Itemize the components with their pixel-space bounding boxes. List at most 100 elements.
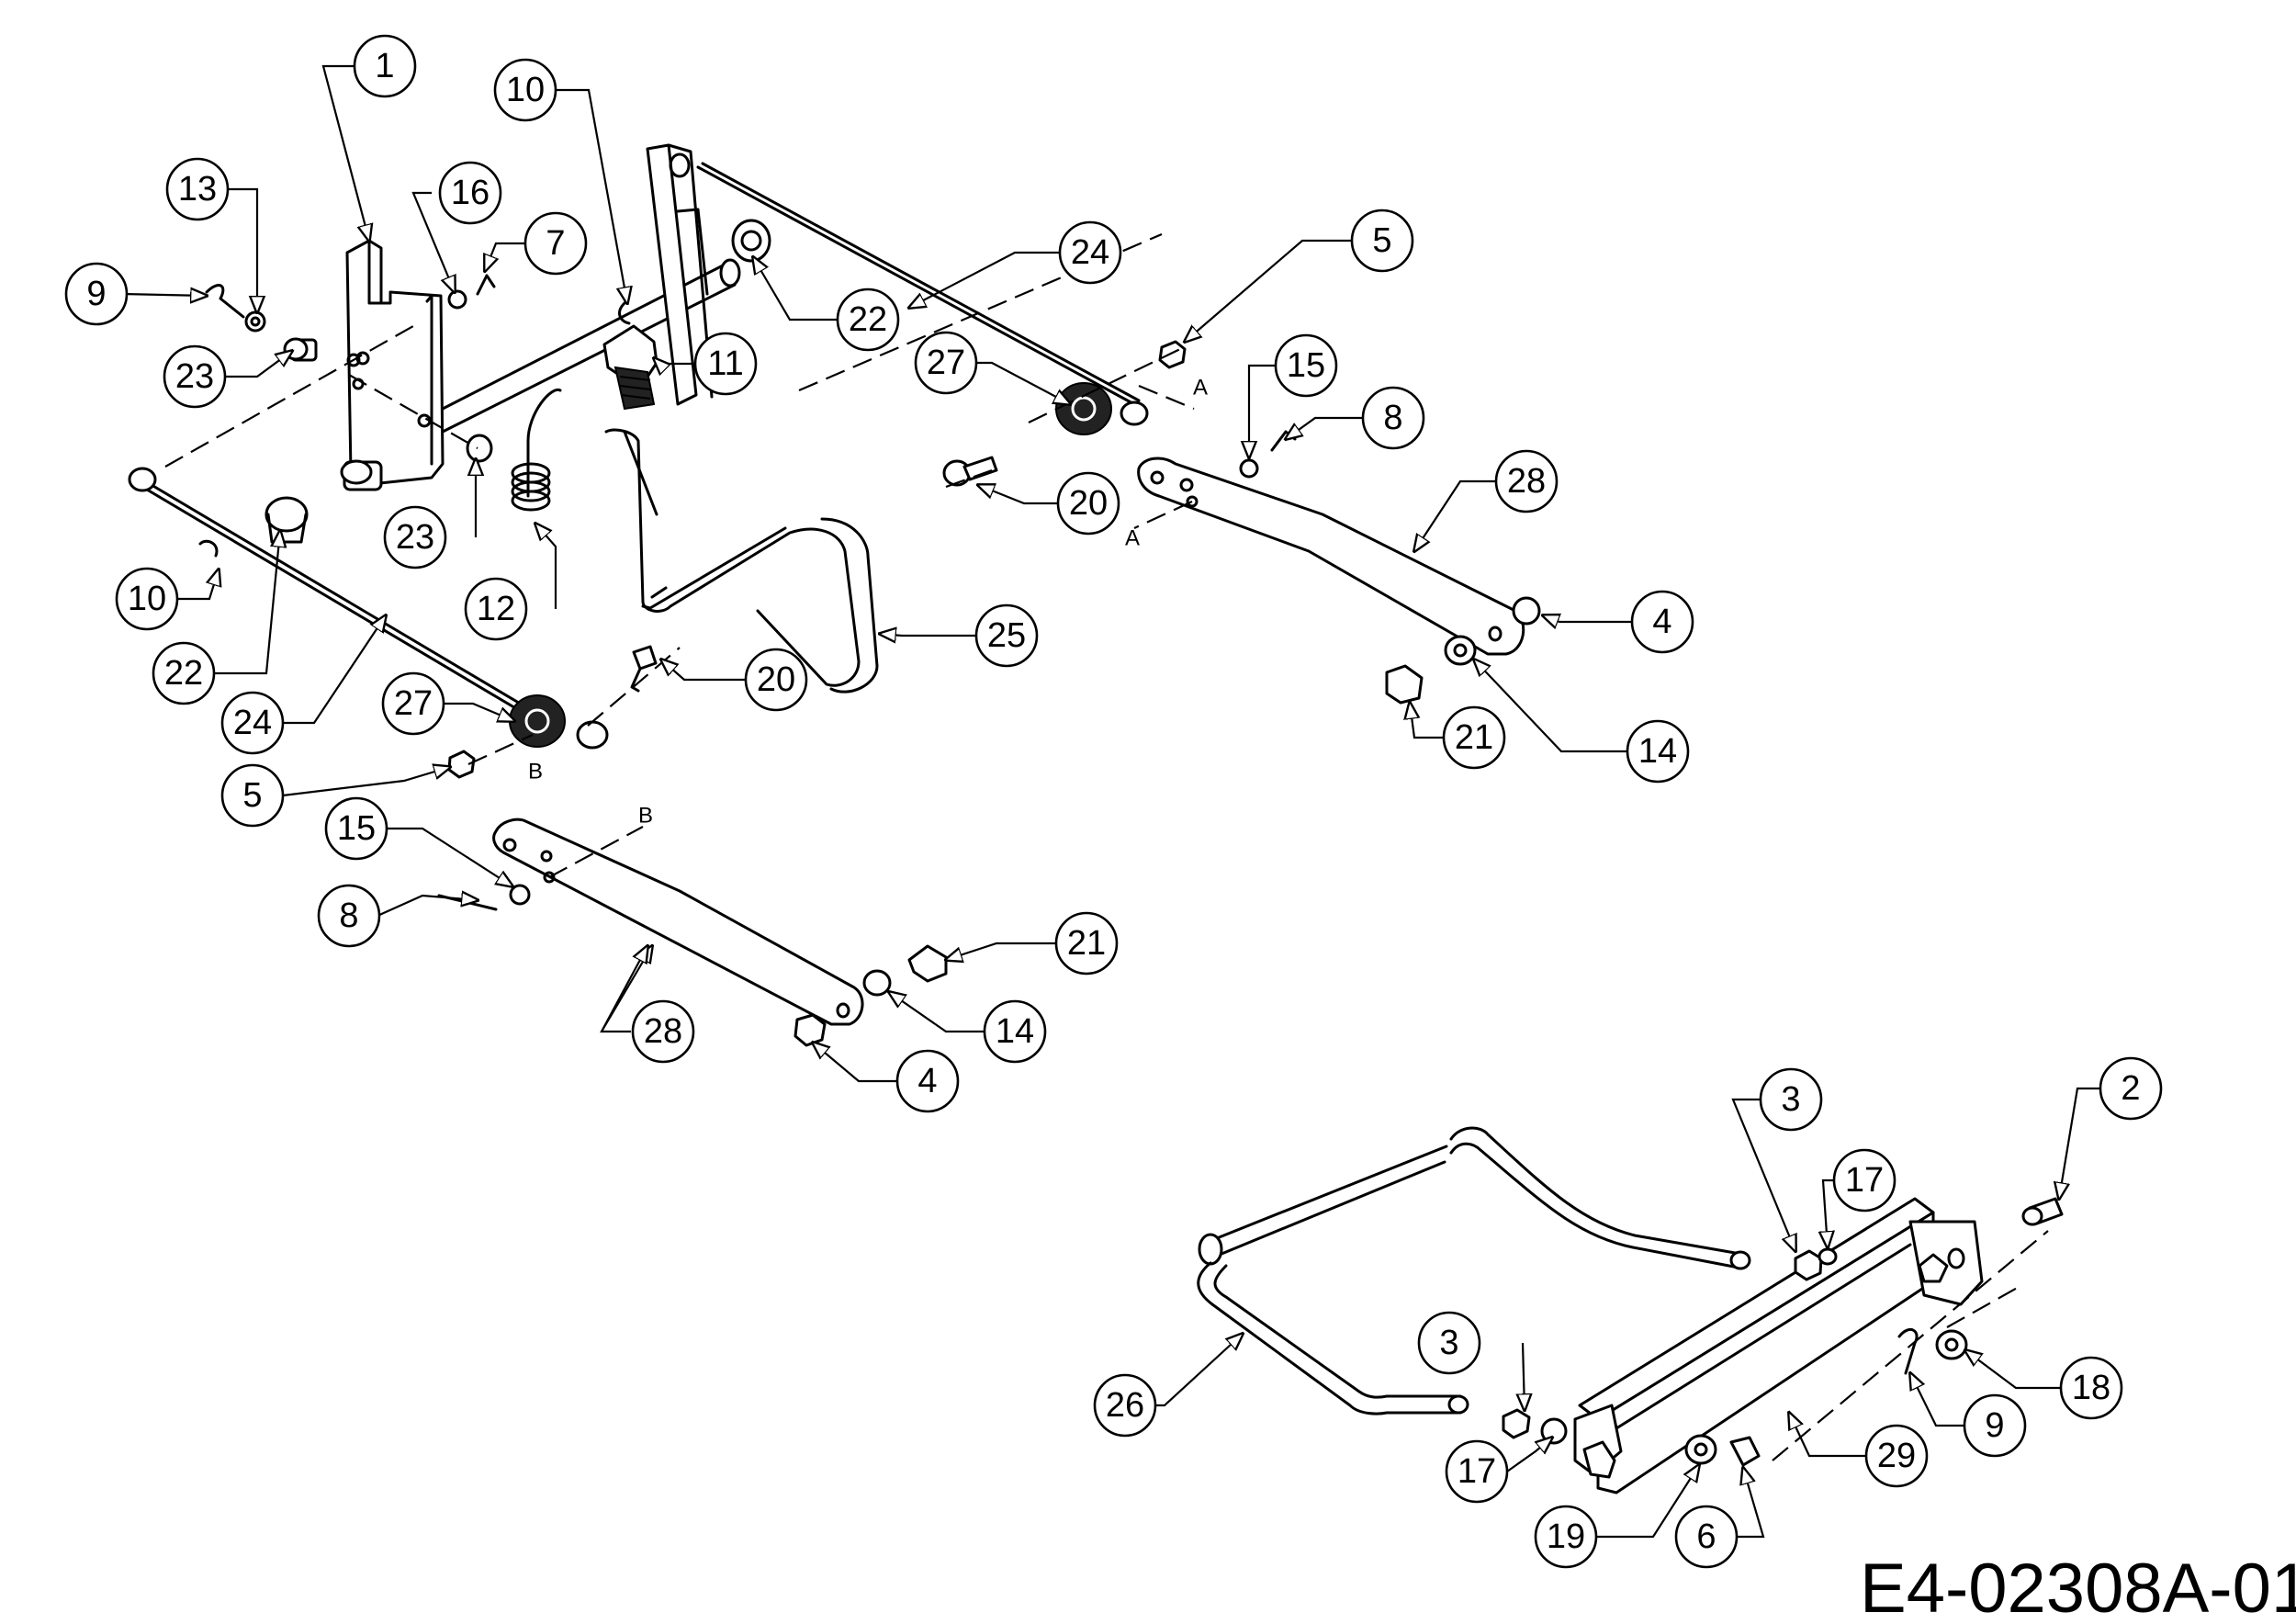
callout-10-lower: 10 [115,567,179,631]
svg-text:1: 1 [375,47,394,85]
callout-14-lower: 14 [983,999,1047,1064]
callout-8-lower: 8 [317,884,381,948]
svg-text:8: 8 [1383,399,1402,437]
callout-25: 25 [974,603,1039,668]
svg-text:21: 21 [1455,718,1493,757]
deck-rod [1197,1126,1751,1415]
callout-4-lower: 4 [895,1049,960,1113]
svg-text:23: 23 [396,518,434,557]
callout-9-lower: 9 [1963,1393,2027,1458]
callout-11: 11 [693,332,758,396]
svg-text:12: 12 [477,590,515,628]
callout-2: 2 [2099,1056,2163,1121]
callout-3-lower: 3 [1417,1311,1481,1375]
ref-letter-b-left: B [528,760,543,784]
svg-text:15: 15 [1287,346,1325,385]
callout-15-lower: 15 [324,796,388,861]
svg-text:15: 15 [337,809,376,848]
svg-text:22: 22 [164,654,203,693]
svg-text:25: 25 [987,616,1026,655]
svg-text:20: 20 [757,660,795,699]
svg-text:26: 26 [1106,1386,1144,1425]
ref-letter-b-right: B [638,804,653,829]
ref-letter-a-lower: A [1125,526,1140,551]
lift-shaft [441,258,741,434]
lever-grip [602,301,658,411]
torsion-spring [511,389,562,512]
callout-28-upper: 28 [1494,449,1559,513]
svg-text:27: 27 [927,344,965,382]
lift-cable-upper [696,162,1149,435]
callout-24-upper: 24 [1058,220,1122,285]
callout-23-upper: 23 [163,344,227,409]
svg-text:7: 7 [546,224,565,263]
callout-26: 26 [1093,1373,1157,1438]
callout-6: 6 [1674,1505,1739,1569]
svg-text:6: 6 [1696,1517,1716,1556]
callout-23-lower: 23 [383,505,447,570]
svg-text:20: 20 [1069,484,1108,523]
svg-text:13: 13 [178,170,217,209]
svg-text:5: 5 [242,776,262,815]
callout-22-upper: 22 [836,288,900,352]
callout-8-upper: 8 [1361,386,1425,450]
callout-17-lower: 17 [1445,1439,1509,1504]
svg-text:28: 28 [1507,462,1546,501]
callout-5-upper: 5 [1350,209,1414,273]
svg-text:3: 3 [1781,1080,1800,1119]
callout-18: 18 [2059,1356,2123,1420]
svg-text:10: 10 [506,71,545,109]
assembly-lines [164,232,2049,1461]
callout-21-upper: 21 [1442,705,1506,770]
svg-text:29: 29 [1877,1437,1916,1475]
callouts: 1 10 13 16 7 9 24 5 23 22 11 27 15 8 28 … [64,34,2163,1569]
drawing-code: E4-02308A-01 [1860,1550,2296,1624]
callout-15-upper: 15 [1274,333,1338,398]
callout-22-lower: 22 [152,641,216,705]
svg-text:17: 17 [1458,1452,1496,1491]
callout-27-upper: 27 [914,331,978,395]
svg-text:24: 24 [1071,233,1109,272]
bushing-upper [731,219,771,263]
callout-12: 12 [464,577,528,641]
lift-cable-lower [128,467,609,750]
callout-5-lower: 5 [220,763,285,828]
svg-text:21: 21 [1067,924,1106,963]
callout-19: 19 [1534,1505,1598,1569]
svg-text:28: 28 [644,1012,682,1051]
callout-28-lower: 28 [631,999,695,1064]
leader-lines [121,64,2100,1539]
callout-3-upper: 3 [1759,1067,1823,1132]
lift-arm-lower [492,818,864,1026]
callout-7: 7 [523,211,588,276]
svg-text:8: 8 [339,897,358,935]
callout-4-upper: 4 [1630,590,1694,654]
svg-text:17: 17 [1845,1161,1884,1200]
ref-letter-a-upper: A [1193,376,1208,400]
callout-14-upper: 14 [1626,719,1690,784]
svg-text:18: 18 [2072,1369,2110,1407]
callout-1: 1 [353,34,417,98]
svg-text:24: 24 [233,704,272,742]
bushing-lower [264,496,309,533]
lift-bracket-plate [340,239,445,491]
lower-fasteners [1502,1197,2064,1467]
upper-bracket [646,143,714,406]
callout-13: 13 [165,157,230,221]
svg-text:9: 9 [1985,1406,2004,1445]
callout-9-top: 9 [64,262,129,326]
svg-text:27: 27 [394,684,433,723]
svg-text:5: 5 [1372,221,1391,260]
svg-text:14: 14 [996,1012,1034,1051]
lift-arm-upper [1137,457,1525,656]
callout-20-upper: 20 [1056,471,1120,536]
callout-16: 16 [438,161,502,225]
svg-text:11: 11 [707,344,743,383]
svg-text:22: 22 [849,300,887,339]
callout-17-upper: 17 [1832,1148,1896,1212]
channel-bracket [1573,1197,1984,1494]
svg-text:10: 10 [128,580,166,618]
svg-text:14: 14 [1638,732,1677,771]
svg-text:3: 3 [1439,1324,1458,1362]
